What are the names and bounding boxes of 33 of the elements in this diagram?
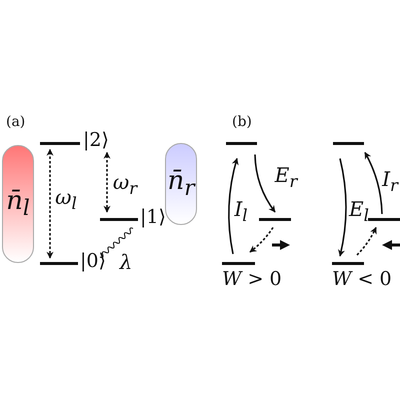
arrow [364,152,383,214]
arrow [104,152,110,213]
state-label: |2⟩ [83,131,109,150]
panel-label: (a) [6,115,26,129]
energy-level [40,142,80,144]
state-label: |1⟩ [140,208,166,227]
arrow [249,227,274,253]
edge-label: I$_{l}$ [234,199,248,225]
energy-level [40,262,78,264]
energy-level [333,142,364,144]
arrow [338,158,347,257]
panel-label: (b) [232,115,252,129]
energy-level [259,218,291,220]
energy-level [100,218,138,220]
edge-label: λ [120,252,132,272]
arrow [228,158,239,254]
reservoir-pill: n̄$_{r}$ [165,143,197,225]
edge-label: I$_{r}$ [382,169,398,195]
work-condition: W > 0 [222,270,282,289]
energy-level [368,218,400,220]
work-condition: W < 0 [332,270,392,289]
wavy-line [100,227,134,258]
edge-label: E$_{l}$ [349,199,369,225]
arrow [254,154,276,213]
reservoir-pill: n̄$_{l}$ [2,145,34,263]
energy-level [226,142,257,144]
arrow [356,226,377,256]
energy-level [332,262,364,264]
edge-label: ω$_{l}$ [55,187,77,213]
state-label: |0⟩ [80,252,106,271]
energy-level [222,262,255,264]
edge-label: ω$_{r}$ [112,172,138,198]
edge-label: E$_{r}$ [274,165,298,191]
